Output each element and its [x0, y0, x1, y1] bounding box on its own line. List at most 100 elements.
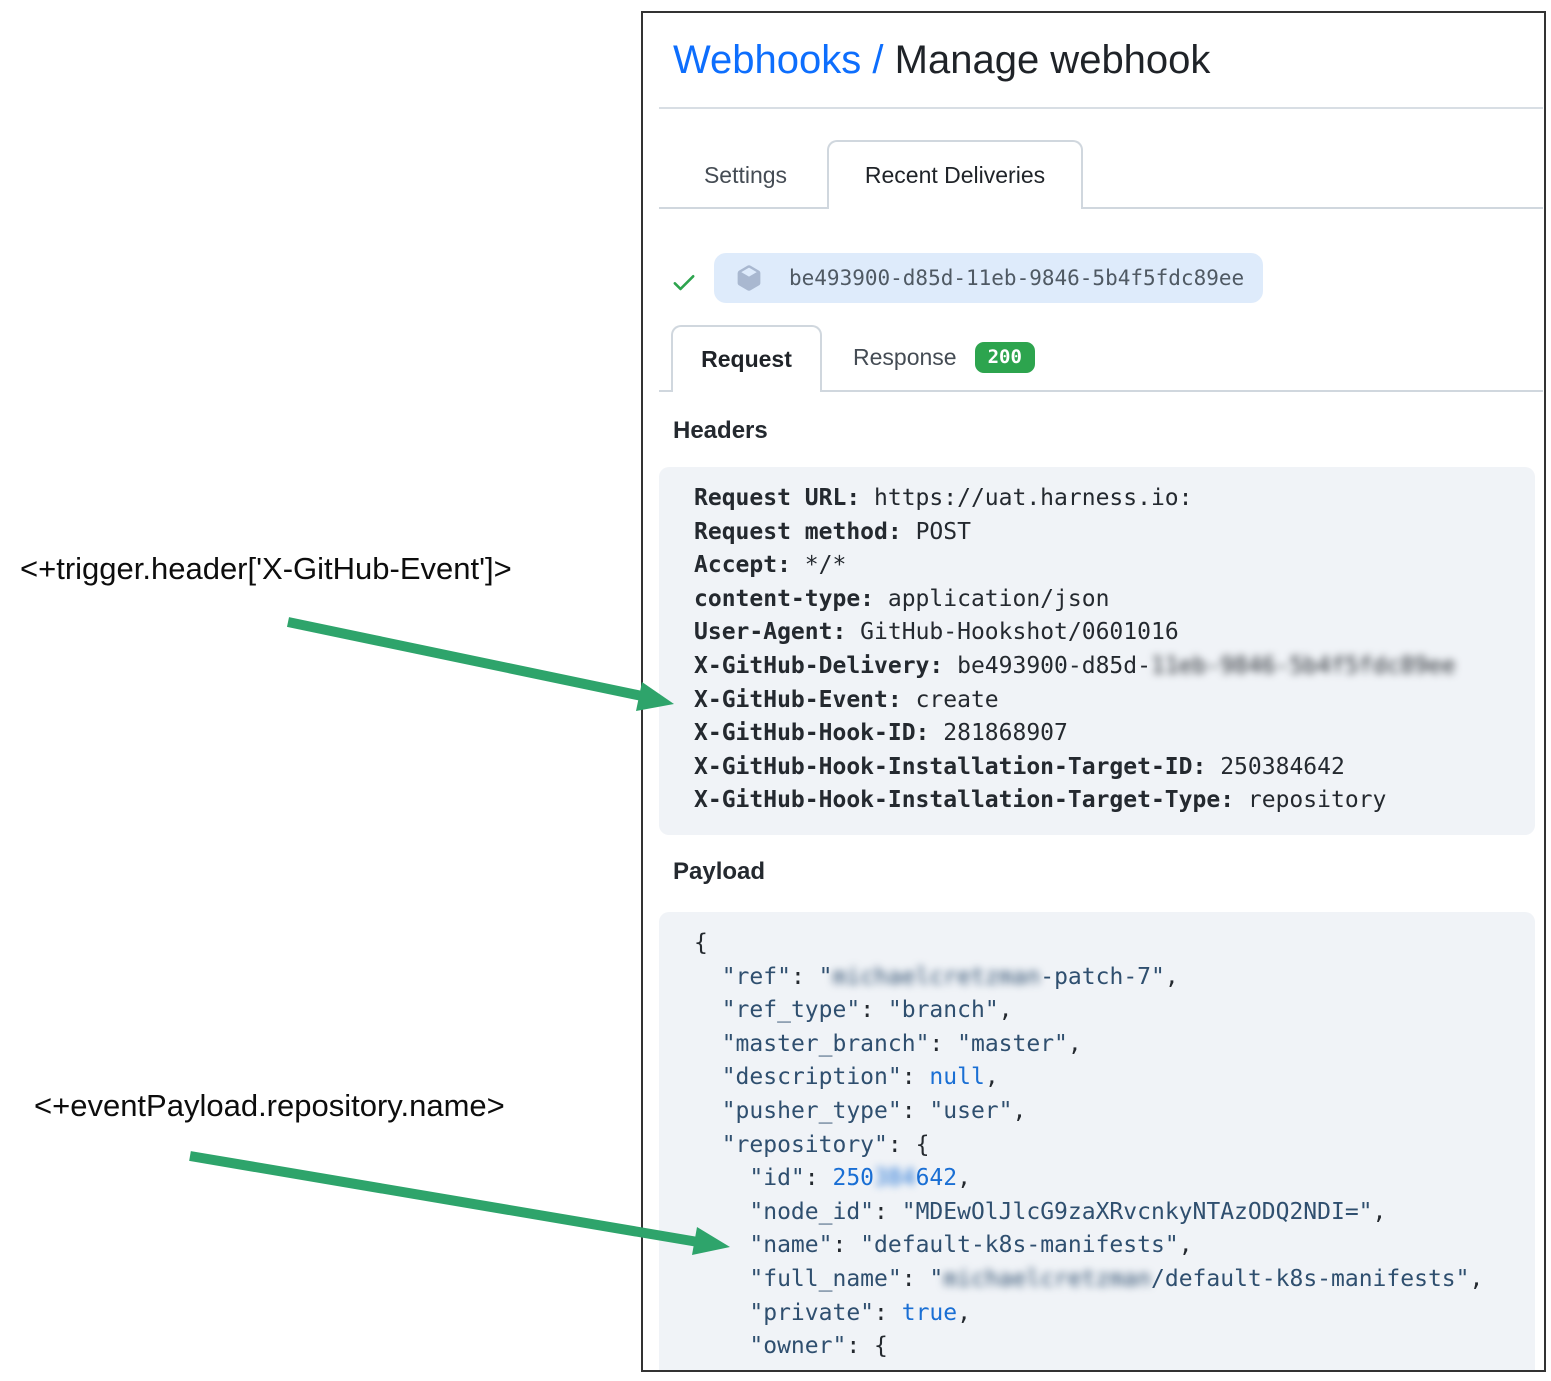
payload-token: : {: [887, 1131, 930, 1158]
payload-token: ,: [1178, 1232, 1193, 1259]
trigger-expression-annotation: <+trigger.header['X-GitHub-Event']>: [20, 551, 512, 586]
payload-token: :: [901, 1265, 930, 1292]
payload-token: -patch-7": [1040, 963, 1165, 990]
payload-token: ,: [957, 1165, 971, 1192]
tab-recent-deliveries[interactable]: Recent Deliveries: [827, 140, 1083, 209]
tab-settings-label: Settings: [703, 161, 788, 188]
payload-token: "user": [929, 1097, 1013, 1124]
payload-token: "repository": [721, 1131, 888, 1158]
delivery-row: be493900-d85d-11eb-9846-5b4f5fdc89ee: [670, 253, 1263, 303]
header-line: X-GitHub-Hook-Installation-Target-ID: 25…: [694, 751, 1517, 785]
header-value: 250384642: [1206, 753, 1345, 780]
payload-token: "id": [749, 1165, 805, 1192]
headers-code: Request URL: https://uat.harness.io:Requ…: [659, 467, 1535, 818]
header-line: Request method: POST: [694, 516, 1517, 550]
redacted-text: michaelcretzman: [832, 963, 1041, 990]
tabs-underline: [659, 207, 1543, 209]
payload-line: "private": true,: [694, 1297, 1517, 1331]
payload-token: :: [832, 1232, 861, 1259]
delivery-tabs-underline: [659, 390, 1543, 392]
headers-section-title: Headers: [673, 417, 768, 444]
payload-token: ,: [984, 1064, 999, 1091]
payload-line: "ref": "michaelcretzman-patch-7",: [694, 961, 1517, 995]
header-value: be493900-d85d-: [943, 652, 1151, 679]
payload-section-title: Payload: [673, 858, 766, 885]
payload-token: [694, 1199, 749, 1225]
payload-token: "description": [721, 1064, 902, 1091]
header-value: GitHub-Hookshot/0601016: [846, 619, 1179, 646]
payload-code-box: { "ref": "michaelcretzman-patch-7", "ref…: [659, 912, 1535, 1370]
payload-token: "ref": [721, 963, 791, 990]
payload-token: :: [790, 963, 819, 990]
payload-token: : {: [846, 1333, 888, 1360]
payload-token: ,: [1469, 1265, 1484, 1292]
manage-webhook-panel: Webhooks / Manage webhook Settings Recen…: [641, 11, 1546, 1372]
header-value: repository: [1234, 787, 1387, 814]
payload-token: "node_id": [749, 1198, 875, 1225]
breadcrumb-separator: /: [872, 38, 884, 82]
delivery-item[interactable]: be493900-d85d-11eb-9846-5b4f5fdc89ee: [714, 253, 1263, 303]
header-name: X-GitHub-Hook-ID:: [694, 720, 930, 747]
header-line: Request URL: https://uat.harness.io:: [694, 482, 1517, 516]
payload-line: "repository": {: [694, 1129, 1517, 1163]
package-icon: [737, 265, 761, 291]
header-value: */*: [790, 552, 847, 579]
payload-token: ,: [1012, 1097, 1027, 1124]
payload-token: "default-k8s-manifests": [860, 1232, 1179, 1259]
payload-token: "master_branch": [721, 1030, 930, 1057]
header-name: Request URL:: [694, 485, 861, 511]
payload-line: "pusher_type": "user",: [694, 1095, 1517, 1129]
redacted-text: michaelcretzman: [943, 1265, 1151, 1292]
redacted-text: 384: [874, 1165, 916, 1192]
header-line: X-GitHub-Hook-Installation-Target-Type: …: [694, 784, 1517, 818]
redacted-text: 11eb-9846-5b4f5fdc89ee: [1150, 652, 1456, 679]
payload-token: ": [929, 1265, 944, 1292]
payload-token: [694, 1098, 722, 1124]
payload-token: ,: [1372, 1198, 1387, 1225]
payload-line: "node_id": "MDEwOlJlcG9zaXRvcnkyNTAzODQ2…: [694, 1196, 1517, 1230]
tab-settings[interactable]: Settings: [673, 145, 818, 205]
payload-token: 250: [832, 1165, 875, 1192]
tab-response[interactable]: Response 200: [853, 325, 1035, 390]
payload-token: ": [818, 963, 833, 990]
delivery-guid: be493900-d85d-11eb-9846-5b4f5fdc89ee: [789, 266, 1245, 290]
payload-token: /default-k8s-manifests": [1151, 1265, 1470, 1292]
payload-token: :: [929, 1030, 958, 1057]
header-line: X-GitHub-Delivery: be493900-d85d-11eb-98…: [694, 650, 1517, 684]
payload-line: "full_name": "michaelcretzman/default-k8…: [694, 1263, 1517, 1297]
breadcrumb-separator: [861, 38, 872, 82]
payload-token: [694, 1333, 749, 1359]
page-title: Webhooks / Manage webhook: [673, 35, 1210, 85]
payload-token: "MDEwOlJlcG9zaXRvcnkyNTAzODQ2NDI=": [901, 1198, 1373, 1225]
payload-token: "master": [957, 1030, 1068, 1057]
payload-token: true: [901, 1299, 958, 1326]
header-line: Accept: */*: [694, 549, 1517, 583]
payload-token: [694, 1232, 749, 1258]
payload-token: :: [860, 997, 888, 1024]
payload-token: 642: [915, 1165, 958, 1192]
payload-token: "name": [749, 1232, 833, 1259]
payload-token: "branch": [887, 997, 999, 1024]
payload-token: :: [901, 1064, 930, 1091]
payload-token: "private": [749, 1299, 875, 1326]
payload-token: [694, 1132, 722, 1158]
header-name: X-GitHub-Hook-Installation-Target-ID:: [694, 753, 1207, 780]
headers-code-box: Request URL: https://uat.harness.io:Requ…: [659, 467, 1535, 835]
check-icon: [673, 275, 695, 291]
payload-token: [694, 1266, 749, 1292]
webhooks-breadcrumb-link[interactable]: Webhooks: [673, 38, 862, 82]
payload-token: null: [929, 1064, 985, 1091]
page-title-current: Manage webhook: [894, 38, 1211, 82]
payload-token: "full_name": [749, 1265, 902, 1292]
tab-recent-deliveries-label: Recent Deliveries: [864, 162, 1046, 188]
header-value: 281868907: [929, 720, 1068, 747]
header-name: Request method:: [694, 518, 902, 545]
payload-token: :: [874, 1299, 902, 1326]
payload-token: [694, 964, 722, 990]
tab-request[interactable]: Request: [671, 325, 822, 392]
payload-line: "name": "default-k8s-manifests",: [694, 1229, 1517, 1263]
payload-token: {: [694, 930, 708, 956]
header-line: User-Agent: GitHub-Hookshot/0601016: [694, 616, 1517, 650]
header-value: https://uat.harness.io:: [860, 485, 1193, 511]
